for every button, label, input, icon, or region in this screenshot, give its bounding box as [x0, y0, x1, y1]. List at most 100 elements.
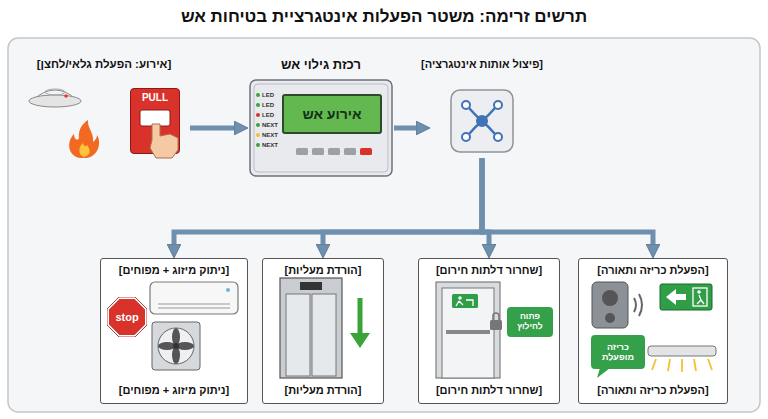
- panel-heading: רכזת גילוי אש: [281, 58, 361, 73]
- bubble-text: כריזה מופעלת: [593, 342, 643, 363]
- panel-body: [344, 148, 356, 155]
- display-text: אירוע אש: [302, 106, 361, 122]
- down-arrow: [350, 298, 370, 348]
- smoke-detector: [29, 95, 81, 107]
- panel-body: [360, 148, 372, 155]
- speaker: [592, 282, 642, 328]
- emergency-door: [436, 282, 500, 378]
- splitter-icon: [462, 101, 470, 109]
- elevator-doors: [300, 282, 322, 290]
- indicator-label: NEXT: [262, 142, 278, 148]
- sign-text: פתוח לחילוץ: [509, 312, 551, 332]
- action-label: [הפעלת כריזה ותאורה]: [597, 264, 708, 277]
- pull-station: PULL: [130, 88, 180, 154]
- flow-arrow: [190, 126, 241, 131]
- splitter-icon: [451, 90, 513, 152]
- action-label: [ניתוק מיזוג + מפוחים]: [119, 384, 229, 397]
- hvac-unit: [158, 308, 230, 309]
- elevator-doors: [280, 278, 342, 378]
- action-label: [הורדת מעליות]: [285, 384, 362, 397]
- event-trigger: [אירוע: הפעלת גלאי/לחצן]PULL: [18, 58, 190, 170]
- fan-unit: [173, 343, 179, 349]
- exit-sign: [660, 284, 712, 310]
- hvac-unit: [150, 282, 238, 314]
- fan-unit: [172, 346, 180, 364]
- fire-flame: [69, 120, 99, 158]
- outer-frame: [8, 38, 760, 412]
- fan-unit: [158, 342, 176, 350]
- emergency-light: [668, 359, 670, 371]
- panel-body: [312, 148, 324, 155]
- down-arrow: [350, 333, 370, 348]
- action-box: [הורדת מעליות][הורדת מעליות]: [262, 258, 384, 404]
- splitter-icon: [462, 133, 470, 141]
- emergency-door: [456, 300, 473, 306]
- indicator-label: NEXT: [262, 132, 278, 138]
- flow-arrow: [482, 158, 489, 251]
- indicator-label: LED: [262, 112, 274, 118]
- smoke-detector: [45, 89, 65, 95]
- emergency-door: [436, 282, 500, 378]
- pull-lever: [150, 124, 178, 158]
- pull-text: PULL: [142, 92, 168, 104]
- bubble-tail: [597, 368, 610, 378]
- panel-body: [256, 113, 260, 117]
- action-label: [ניתוק מיזוג + מפוחים]: [119, 264, 229, 277]
- splitter-icon: [494, 133, 502, 141]
- pull-lever: [140, 110, 178, 158]
- down-arrow: [358, 298, 363, 336]
- panel-body: [256, 123, 260, 127]
- smoke-detector: [29, 89, 81, 107]
- signal-splitter: [פיצול אותות אינטגרציה]: [430, 58, 534, 158]
- fire-panel: רכזת גילוי אש אירוע אש: [248, 58, 394, 182]
- action-box: [הפעלת כריזה ותאורה][הפעלת כריזה ותאורה]…: [578, 258, 728, 404]
- exit-sign: [666, 289, 686, 305]
- hvac-unit: [226, 288, 230, 292]
- fire-flame: [69, 120, 99, 158]
- exit-sign: [660, 284, 712, 310]
- title-holder: תרשים זרימה: משטר הפעלות אינטגרציית בטיח…: [0, 7, 768, 27]
- elevator-doors: [286, 294, 310, 376]
- panel-body: [250, 80, 392, 176]
- action-box: [ניתוק מיזוג + מפוחים] [ניתוק מיזוג + מפו…: [100, 258, 248, 404]
- speaker: [592, 282, 628, 328]
- hvac-unit: [158, 304, 230, 305]
- diagram-title: תרשים זרימה: משטר הפעלות אינטגרציית בטיח…: [0, 7, 768, 27]
- fire-flame: [79, 143, 89, 157]
- flow-arrow: [394, 126, 423, 131]
- smoke-detector: [64, 94, 68, 98]
- panel-body: [256, 103, 260, 107]
- emergency-light: [694, 359, 696, 371]
- lock-icon: [493, 313, 499, 320]
- splitter-heading: [פיצול אותות אינטגרציה]: [421, 58, 543, 71]
- panel-body: [254, 84, 388, 172]
- panel-display: אירוע אש: [282, 94, 382, 134]
- panel-body: [328, 148, 340, 155]
- fan-unit: [152, 322, 200, 370]
- fan-unit: [172, 328, 180, 346]
- emergency-light: [681, 359, 683, 372]
- action-label: [שחרור דלתות חירום]: [436, 264, 542, 277]
- emergency-light: [648, 346, 716, 372]
- flow-arrow: [482, 158, 653, 251]
- octagon-shape: [108, 298, 146, 336]
- pull-lever: [140, 110, 170, 126]
- stop-text: stop: [115, 311, 138, 324]
- panel-body: [296, 148, 308, 155]
- action-label: [שחרור דלתות חירום]: [436, 384, 542, 397]
- bubble-tail: [597, 368, 610, 378]
- panel-body: [256, 133, 260, 137]
- exit-sign: [697, 295, 704, 304]
- indicator-label: LED: [262, 92, 274, 98]
- splitter-icon: [451, 90, 513, 152]
- splitter-icon: [494, 101, 502, 109]
- lock-icon: [490, 313, 502, 330]
- emergency-light: [648, 346, 716, 356]
- emergency-light: [708, 359, 712, 370]
- panel-body: [256, 143, 260, 147]
- speaker: [602, 290, 618, 306]
- indicator-label: LED: [262, 102, 274, 108]
- exit-sign: [693, 288, 707, 306]
